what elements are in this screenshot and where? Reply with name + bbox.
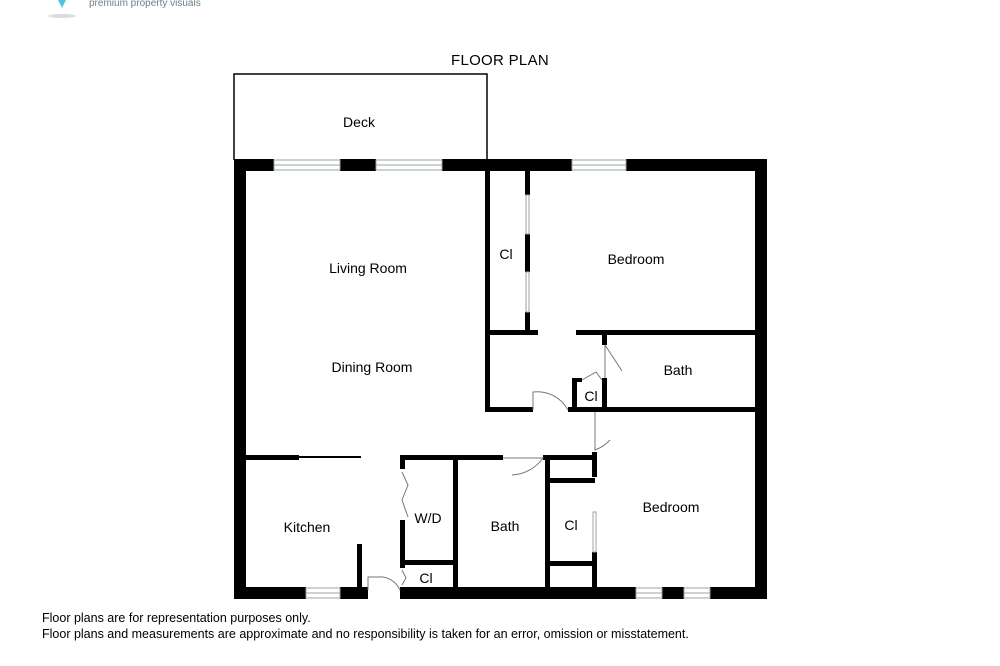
room-label-deck: Deck <box>343 114 376 130</box>
windows <box>273 159 711 599</box>
room-label-closet-upper: Cl <box>499 246 512 262</box>
room-label-closet-lower: Cl <box>564 517 577 533</box>
room-label-dining-room: Dining Room <box>332 359 413 375</box>
brand-tagline: premium property visuals <box>89 0 201 9</box>
deck-outline <box>233 73 488 160</box>
room-label-closet-laundry: Cl <box>419 570 432 586</box>
disclaimer-line-1: Floor plans are for representation purpo… <box>42 611 311 625</box>
walls <box>234 159 767 599</box>
room-label-living-room: Living Room <box>329 260 407 276</box>
logo-icon <box>48 0 76 18</box>
room-label-wd: W/D <box>414 510 441 526</box>
page-title: FLOOR PLAN <box>450 52 550 69</box>
doors <box>367 344 623 591</box>
room-label-bedroom-lower: Bedroom <box>643 499 700 515</box>
room-label-closet-hall: Cl <box>584 388 597 404</box>
room-label-bath-upper: Bath <box>664 362 693 378</box>
disclaimer-line-2: Floor plans and measurements are approxi… <box>42 627 689 641</box>
room-label-bath-lower: Bath <box>491 518 520 534</box>
room-label-bedroom-upper: Bedroom <box>608 251 665 267</box>
room-label-kitchen: Kitchen <box>284 519 331 535</box>
